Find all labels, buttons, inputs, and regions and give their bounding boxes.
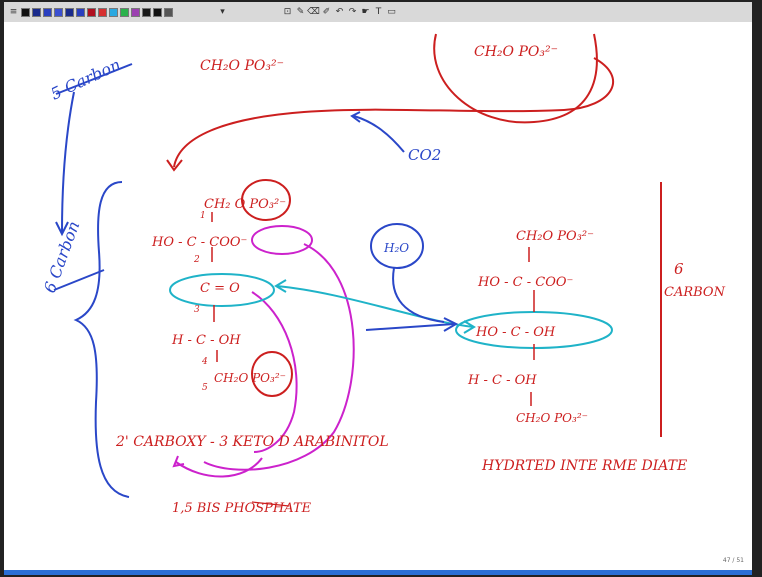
name-arrow-link	[175, 457, 263, 478]
coo-circle	[251, 225, 313, 255]
five-to-six-arrow-head	[55, 221, 69, 237]
five-to-six-arrow	[61, 91, 75, 233]
int-h-c-oh: H - C - OH	[467, 373, 537, 388]
pen-color-blue-light[interactable]	[54, 7, 63, 17]
undo-icon[interactable]: ↶	[335, 7, 344, 17]
right-six-label: 6	[674, 260, 684, 278]
po3-top-circle	[241, 179, 291, 221]
shape-icon[interactable]: ▭	[387, 7, 396, 17]
co2-curve-arrow	[173, 57, 614, 168]
text-icon[interactable]: T	[375, 7, 382, 17]
right-carbon-label: CARBON	[664, 285, 726, 300]
int-ch2o-po3-top: CH₂O PO₃²⁻	[516, 229, 594, 244]
carbon-number-3: 3	[194, 305, 200, 315]
ch2o-po3-top: CH₂ O PO₃²⁻	[204, 197, 286, 212]
redo-icon[interactable]: ↷	[348, 7, 357, 17]
pen-color-blue-2[interactable]	[76, 7, 85, 17]
pen-color-blue[interactable]	[43, 7, 52, 17]
reaction-arrow-head	[443, 317, 459, 332]
handwritten-notes: 5 Carbon 6 Carbon CH₂O PO₃²⁻ CH₂O PO₃²⁻ …	[40, 33, 726, 516]
co2-arrow-head	[166, 159, 183, 172]
coo-to-name-curve	[203, 243, 355, 471]
pen-color-dark[interactable]	[142, 7, 151, 17]
dropdown-icon[interactable]: ▾	[220, 7, 225, 17]
pen-color-navy[interactable]	[32, 7, 41, 17]
five-carbon-label: 5 Carbon	[48, 55, 124, 104]
carbon-number-5: 5	[202, 383, 208, 393]
ho-c-coo: HO - C - COO⁻	[151, 235, 247, 250]
carbon-number-1: 1	[200, 211, 206, 221]
whiteboard-canvas[interactable]: 5 Carbon 6 Carbon CH₂O PO₃²⁻ CH₂O PO₃²⁻ …	[4, 22, 752, 570]
six-carbon-underline	[53, 269, 105, 291]
page-number: 47 / 51	[722, 557, 744, 564]
pen-color-navy-2[interactable]	[65, 7, 74, 17]
five-carbon-underline	[55, 63, 133, 95]
h2o-arrow	[392, 267, 445, 323]
po3-bottom-circle	[251, 351, 293, 397]
eraser-icon[interactable]: ⌫	[307, 7, 320, 17]
int-ch2o-po3-bottom: CH₂O PO₃²⁻	[516, 411, 588, 425]
carbon-number-4: 4	[201, 357, 208, 367]
carbon-number-2: 2	[193, 255, 200, 265]
highlighter-icon[interactable]: ✐	[322, 7, 331, 17]
pen-color-black[interactable]	[21, 7, 30, 17]
pen-color-gray[interactable]	[164, 7, 173, 17]
keto-link-head	[274, 279, 287, 293]
pen-color-dark-red[interactable]	[87, 7, 96, 17]
compound-name-line1: 2' CARBOXY - 3 KETO D ARABINITOL	[115, 434, 389, 450]
pen-color-red[interactable]	[98, 7, 107, 17]
int-ho-c-coo: HO - C - COO⁻	[477, 275, 573, 290]
keto-group: C = O	[200, 281, 240, 296]
select-icon[interactable]: ⊡	[283, 7, 292, 17]
pen-color-purple[interactable]	[131, 7, 140, 17]
top-right-formula: CH₂O PO₃²⁻	[474, 44, 558, 60]
hydrated-intermediate-label: HYDRTED INTE RME DIATE	[481, 458, 687, 474]
pen-icon[interactable]: ✎	[296, 7, 305, 17]
co2-label: CO2	[408, 146, 441, 164]
pen-color-sky[interactable]	[109, 7, 118, 17]
top-left-formula: CH₂O PO₃²⁻	[200, 58, 284, 74]
six-carbon-label: 6 Carbon	[40, 219, 83, 296]
hydrate-link-head	[463, 320, 476, 334]
menu-icon[interactable]: ≡	[9, 7, 18, 17]
co2-pointer	[353, 115, 405, 153]
ch2o-po3-bottom: CH₂O PO₃²⁻	[214, 371, 286, 385]
taskbar-strip	[4, 570, 752, 575]
keto-to-name-curve	[251, 291, 298, 453]
keto-to-hydrate-link	[275, 285, 475, 328]
top-right-circle	[433, 33, 598, 124]
left-brace	[73, 181, 130, 498]
h-c-oh: H - C - OH	[171, 333, 241, 348]
reaction-arrow	[365, 323, 455, 331]
int-ho-c-oh: HO - C - OH	[475, 325, 556, 340]
pen-color-black-2[interactable]	[153, 7, 162, 17]
co2-pointer-head	[350, 111, 361, 123]
h2o-circle	[370, 223, 424, 269]
compound-name-line2: 1,5 BIS PHOSPHATE	[172, 501, 312, 516]
keto-circle	[169, 273, 275, 307]
h2o-label: H₂O	[383, 241, 409, 255]
annotation-toolbar: ≡ ▾ ⊡ ✎ ⌫ ✐ ↶ ↷ ☛ T ▭	[4, 2, 752, 22]
pen-color-green[interactable]	[120, 7, 129, 17]
bis-phosphate-underline	[251, 501, 290, 507]
pointer-icon[interactable]: ☛	[361, 7, 370, 17]
